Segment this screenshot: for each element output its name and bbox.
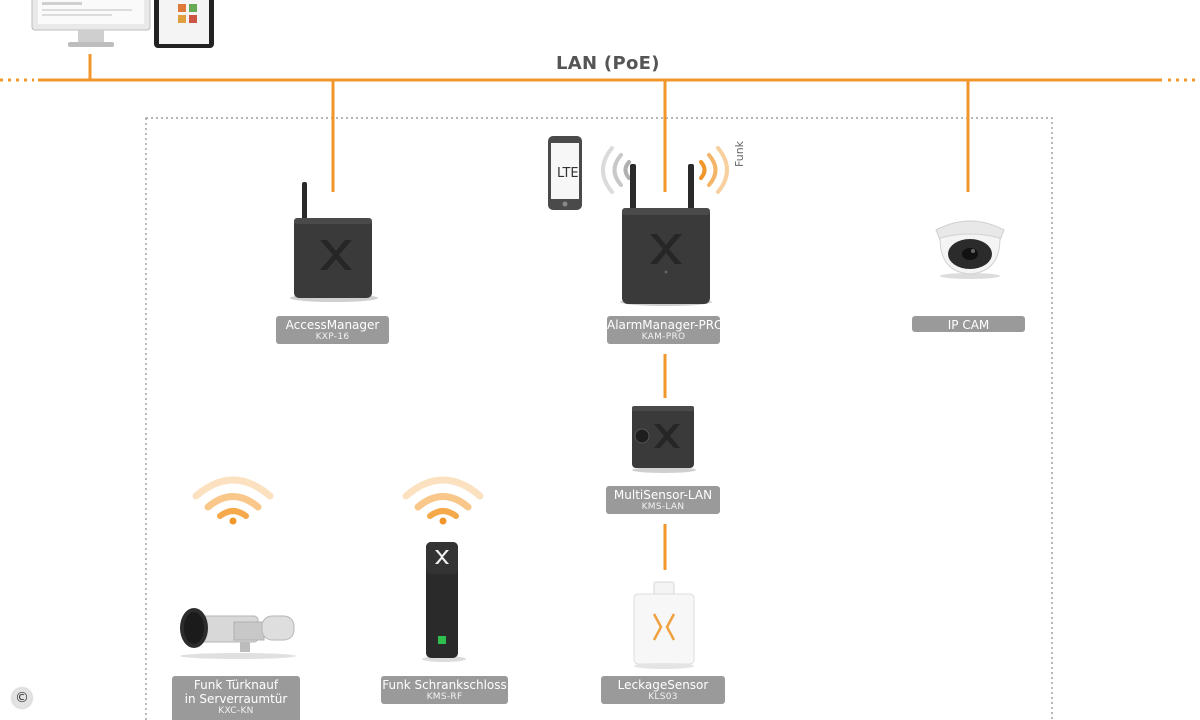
wifi-icon-door-knob	[192, 476, 274, 519]
access-manager-name: AccessManager	[285, 318, 380, 332]
wifi-dot-door-knob	[229, 517, 237, 525]
wifi-icon-cabinet-lock	[402, 476, 484, 519]
ip-cam-device	[935, 220, 1005, 279]
installation-frame	[145, 117, 1053, 720]
multisensor-name: MultiSensor-LAN	[613, 488, 713, 502]
copyright-badge: ©	[12, 688, 32, 708]
cabinet-lock-name: Funk Schrankschloss	[382, 678, 507, 692]
cabinet-lock-code: KMS-RF	[426, 692, 463, 702]
lte-label: LTE	[557, 166, 579, 181]
label-door-knob: Funk Türknauf in Serverraumtür KXC-KN	[172, 676, 300, 720]
door-knob-device	[180, 608, 296, 659]
label-multisensor: MultiSensor-LAN KMS-LAN	[606, 486, 720, 514]
multisensor-code: KMS-LAN	[641, 502, 685, 512]
door-knob-name-line2: in Serverraumtür	[184, 692, 288, 706]
leak-sensor-name: LeckageSensor	[617, 678, 709, 692]
leak-sensor-device	[633, 581, 695, 669]
funk-label: Funk	[733, 140, 746, 167]
workstation-icon	[31, 0, 214, 48]
door-knob-name-line1: Funk Türknauf	[193, 678, 279, 692]
lan-label: LAN (PoE)	[556, 53, 660, 74]
label-ip-cam: IP CAM	[912, 316, 1025, 332]
alarm-manager-name: AlarmManager-PRO	[607, 318, 724, 332]
access-manager-device	[290, 182, 378, 302]
wifi-dot-cabinet-lock	[439, 517, 447, 525]
multisensor-device	[632, 406, 696, 473]
access-manager-code: KXP-16	[315, 332, 350, 342]
leak-sensor-code: KLS03	[648, 692, 678, 702]
label-cabinet-lock: Funk Schrankschloss KMS-RF	[381, 676, 508, 704]
alarm-manager-device	[620, 164, 712, 306]
funk-waves-icon	[699, 146, 729, 194]
alarm-manager-code: KAM-PRO	[641, 332, 686, 342]
ip-cam-name: IP CAM	[947, 318, 990, 332]
cabinet-lock-device	[422, 542, 466, 662]
label-leak-sensor: LeckageSensor KLS03	[601, 676, 725, 704]
door-knob-code: KXC-KN	[218, 706, 254, 716]
label-alarm-manager: AlarmManager-PRO KAM-PRO	[607, 316, 724, 344]
lte-phone-icon	[548, 136, 582, 210]
label-access-manager: AccessManager KXP-16	[276, 316, 389, 344]
lte-waves-icon	[601, 146, 631, 194]
